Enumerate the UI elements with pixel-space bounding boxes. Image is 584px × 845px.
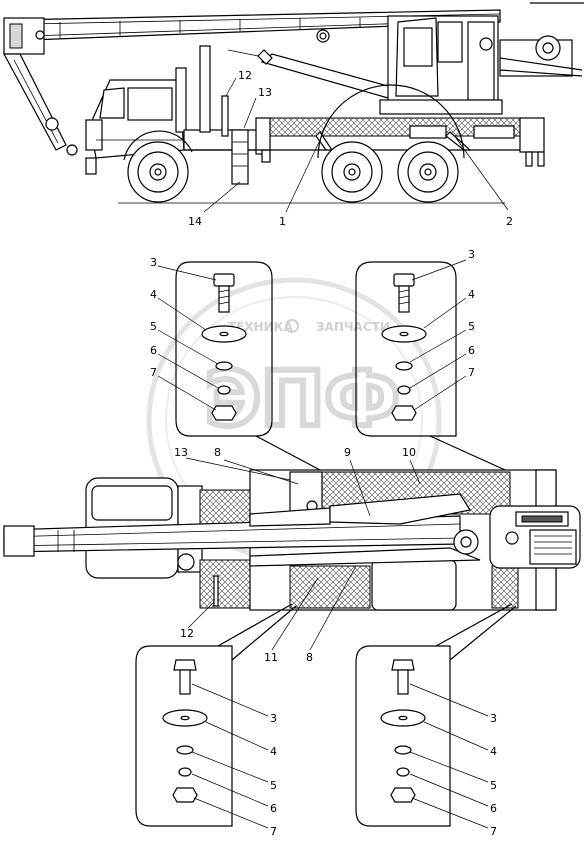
tr-label-7: 7 (468, 366, 475, 379)
tr-label-4: 4 (468, 288, 475, 301)
plan-callout-12: 12 (180, 627, 194, 640)
bl-label-3: 3 (270, 712, 277, 725)
br-label-3: 3 (490, 712, 497, 725)
tr-label-6: 6 (468, 344, 475, 357)
tl-label-3: 3 (150, 256, 157, 269)
callout-13: 13 (258, 86, 272, 99)
fastener-detail-top-right: 3 4 5 6 7 (355, 248, 515, 475)
side-callouts: 12 13 14 1 2 (188, 69, 513, 228)
wheel-rear-2 (397, 141, 459, 203)
plan-view: 13 8 9 10 12 11 8 (3, 446, 581, 664)
br-label-4: 4 (490, 745, 497, 758)
bl-label-7: 7 (270, 825, 277, 838)
turntable-cab (379, 15, 583, 115)
bl-label-6: 6 (270, 802, 277, 815)
plan-callout-9: 9 (344, 446, 351, 459)
callout-2: 2 (506, 215, 513, 228)
callout-1: 1 (279, 215, 286, 228)
callout-14: 14 (188, 215, 202, 228)
plan-callout-13: 13 (174, 446, 188, 459)
watermark-monogram: ЭПФ (205, 354, 400, 443)
br-label-5: 5 (490, 779, 497, 792)
br-label-6: 6 (490, 802, 497, 815)
truck-cab (85, 67, 187, 175)
gear-icon (285, 319, 299, 333)
wheel-front (127, 141, 189, 203)
bl-label-5: 5 (270, 779, 277, 792)
side-view: 12 13 14 1 2 (2, 2, 584, 228)
tl-label-6: 6 (150, 344, 157, 357)
fastener-detail-bottom-left: 3 4 5 6 7 (135, 603, 297, 838)
tl-label-4: 4 (150, 288, 157, 301)
tr-label-5: 5 (468, 320, 475, 333)
br-label-7: 7 (490, 825, 497, 838)
watermark-right-text: ЗАПЧАСТИ (316, 320, 390, 334)
tl-label-7: 7 (150, 366, 157, 379)
bl-label-4: 4 (270, 745, 277, 758)
boom-lift-cylinder (227, 49, 396, 99)
plan-callout-8-top: 8 (214, 446, 221, 459)
plan-callout-11: 11 (264, 651, 278, 664)
fastener-detail-bottom-right: 3 4 5 6 7 (355, 603, 517, 838)
tl-label-5: 5 (150, 320, 157, 333)
fastener-detail-top-left: 3 4 5 6 7 (150, 256, 321, 471)
callout-12: 12 (238, 69, 252, 82)
plan-callout-8-bottom: 8 (306, 651, 313, 664)
tr-label-3: 3 (468, 248, 475, 261)
wheel-rear-1 (321, 141, 383, 203)
plan-callout-10: 10 (402, 446, 416, 459)
telescopic-boom (2, 9, 501, 156)
